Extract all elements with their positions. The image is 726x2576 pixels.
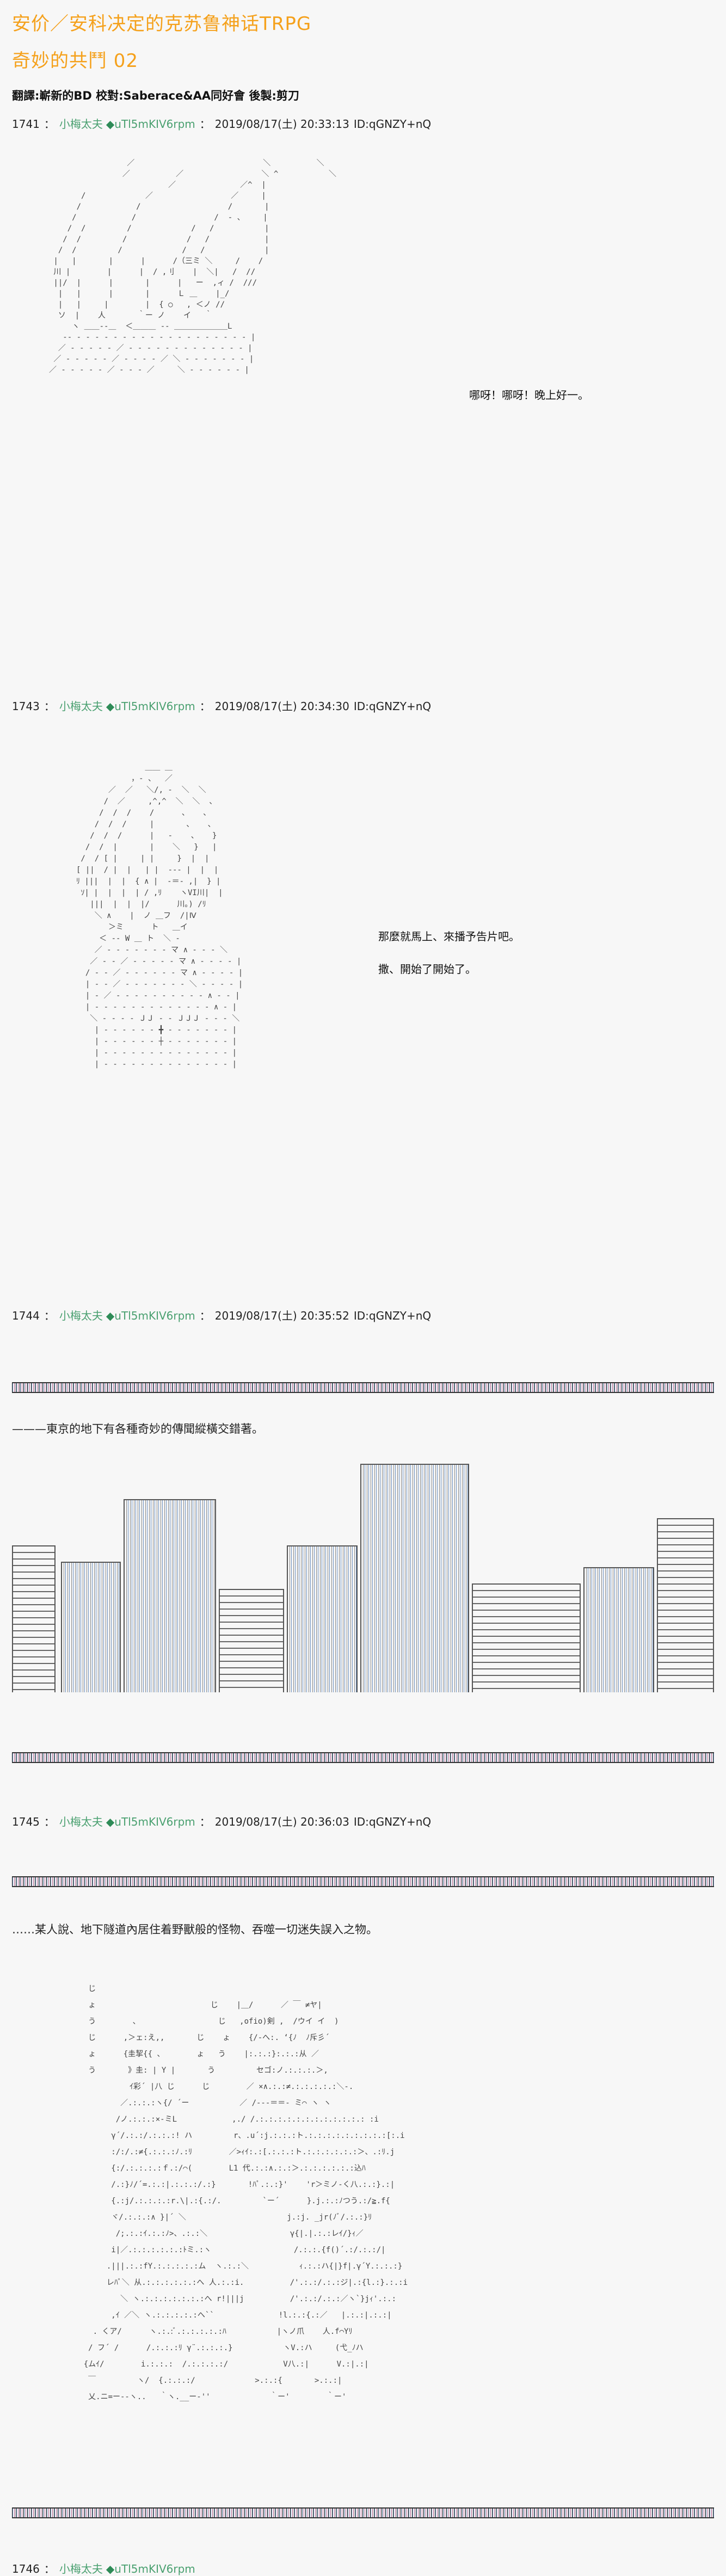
ascii-art-two-figures: じ ょ じ |＿/ ／ ￣ ≠ヤ| う 、 じ ,ofio)剣 , /ウイ イ …	[83, 1985, 408, 2401]
post-number[interactable]: 1745	[12, 1815, 40, 1828]
post-date: 2019/08/17(土) 20:36:03	[214, 1815, 349, 1828]
narration-text: ———東京的地下有各種奇妙的傳聞縱橫交錯著。	[12, 1422, 263, 1435]
building	[360, 1464, 469, 1692]
building	[657, 1518, 714, 1692]
separator: ：	[199, 1815, 211, 1828]
speech-line: 那麼就馬上、來播予告片吧。	[378, 930, 520, 943]
building	[583, 1567, 654, 1692]
post-number[interactable]: 1741	[12, 118, 40, 131]
separator: ：	[199, 1309, 211, 1322]
post-number[interactable]: 1743	[12, 700, 40, 713]
scene-divider	[12, 2507, 714, 2518]
building	[219, 1589, 284, 1692]
credits-line: 翻譯:嶄新的BD 校對:Saberace&AA同好會 後製:剪刀	[12, 89, 299, 102]
scene-divider	[12, 1382, 714, 1393]
thread-title-line-1: 安价／安科决定的克苏鲁神话TRPG	[12, 13, 312, 35]
poster-name: 小梅太夫	[59, 118, 103, 131]
post-date: 2019/08/17(土) 20:34:30	[214, 700, 349, 713]
diamond-icon: ◆	[106, 700, 115, 713]
post-date: 2019/08/17(土) 20:35:52	[214, 1309, 349, 1322]
poster-id: ID:qGNZY+nQ	[353, 118, 432, 131]
separator: ：	[44, 1309, 55, 1322]
poster-trip: uTl5mKIV6rpm	[114, 700, 195, 713]
ascii-art-character-2: ＿＿ ＿ ，- 、 ／ ／ ／ ＼/, - ＼ ＼ / ／ ,^,^ ＼ ＼ 、…	[76, 763, 243, 1069]
post-number[interactable]: 1746	[12, 2562, 40, 2575]
ascii-art-character-1: ／ ＼ ＼ ／ ／ ＼ ^ ＼ ／ ／^ | / ／ ／ |	[49, 159, 337, 374]
poster-name: 小梅太夫	[59, 1815, 103, 1828]
poster-name: 小梅太夫	[59, 700, 103, 713]
poster-id: ID:qGNZY+nQ	[353, 1309, 432, 1322]
building	[124, 1499, 216, 1692]
post-header-partial: 1746 ： 小梅太夫◆uTl5mKIV6rpm	[12, 2560, 195, 2576]
poster-trip: uTl5mKIV6rpm	[114, 2562, 195, 2575]
diamond-icon: ◆	[106, 1309, 115, 1322]
separator: ：	[44, 118, 55, 131]
post-header-1743: 1743：小梅太夫◆uTl5mKIV6rpm：2019/08/17(土) 20:…	[12, 698, 431, 713]
poster-trip: uTl5mKIV6rpm	[114, 118, 195, 131]
speech-line: 撒、開始了開始了。	[378, 963, 476, 976]
building	[61, 1562, 121, 1692]
narration-text: ‥‥‥某人說、地下隧道內居住着野獸般的怪物、吞噬一切迷失誤入之物。	[12, 1923, 378, 1936]
scene-divider	[12, 1752, 714, 1763]
poster-id: ID:qGNZY+nQ	[353, 700, 432, 713]
diamond-icon: ◆	[106, 2562, 115, 2575]
post-number[interactable]: 1744	[12, 1309, 40, 1322]
speech-line: 哪呀！哪呀！晚上好一。	[469, 389, 589, 402]
post-header-1744: 1744：小梅太夫◆uTl5mKIV6rpm：2019/08/17(土) 20:…	[12, 1307, 431, 1323]
poster-trip: uTl5mKIV6rpm	[114, 1815, 195, 1828]
post-header-1745: 1745：小梅太夫◆uTl5mKIV6rpm：2019/08/17(土) 20:…	[12, 1813, 431, 1829]
poster-name: 小梅太夫	[59, 1309, 103, 1322]
building	[287, 1545, 358, 1692]
post-header-1741: 1741：小梅太夫◆uTl5mKIV6rpm：2019/08/17(土) 20:…	[12, 115, 431, 131]
separator: ：	[44, 2562, 55, 2575]
thread-title-line-2: 奇妙的共鬥 02	[12, 50, 139, 72]
ascii-art-city-skyline	[12, 1453, 714, 1692]
building	[472, 1583, 581, 1692]
poster-id: ID:qGNZY+nQ	[353, 1815, 432, 1828]
post-date: 2019/08/17(土) 20:33:13	[214, 118, 349, 131]
separator: ：	[44, 1815, 55, 1828]
scene-divider	[12, 1876, 714, 1887]
separator: ：	[44, 700, 55, 713]
separator: ：	[199, 700, 211, 713]
building	[12, 1545, 56, 1692]
diamond-icon: ◆	[106, 1815, 115, 1828]
diamond-icon: ◆	[106, 118, 115, 131]
poster-trip: uTl5mKIV6rpm	[114, 1309, 195, 1322]
separator: ：	[199, 118, 211, 131]
poster-name: 小梅太夫	[59, 2562, 103, 2575]
